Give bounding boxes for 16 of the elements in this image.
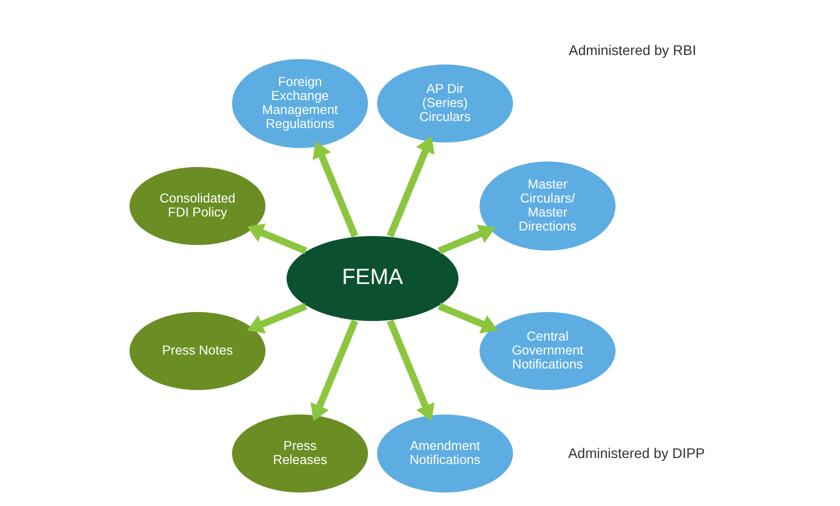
node-ellipse: FEMA xyxy=(286,235,460,322)
arrow xyxy=(438,224,496,254)
node-ellipse: Master Circulars/ Master Directions xyxy=(478,160,617,252)
arrow xyxy=(438,302,498,334)
label: Administered by RBI xyxy=(568,42,696,58)
node-ellipse: Amendment Notifications xyxy=(376,414,514,494)
label: Administered by DIPP xyxy=(568,445,705,462)
arrow xyxy=(310,320,358,422)
node-ellipse: Foreign Exchange Management Regulations xyxy=(231,58,370,149)
node-ellipse: Press Releases xyxy=(231,414,370,494)
node-ellipse: AP Dir (Series) Circulars xyxy=(376,63,514,144)
arrow xyxy=(246,302,308,334)
arrow xyxy=(312,141,358,238)
arrow xyxy=(246,224,308,254)
arrow xyxy=(386,136,435,238)
arrow xyxy=(386,320,435,422)
